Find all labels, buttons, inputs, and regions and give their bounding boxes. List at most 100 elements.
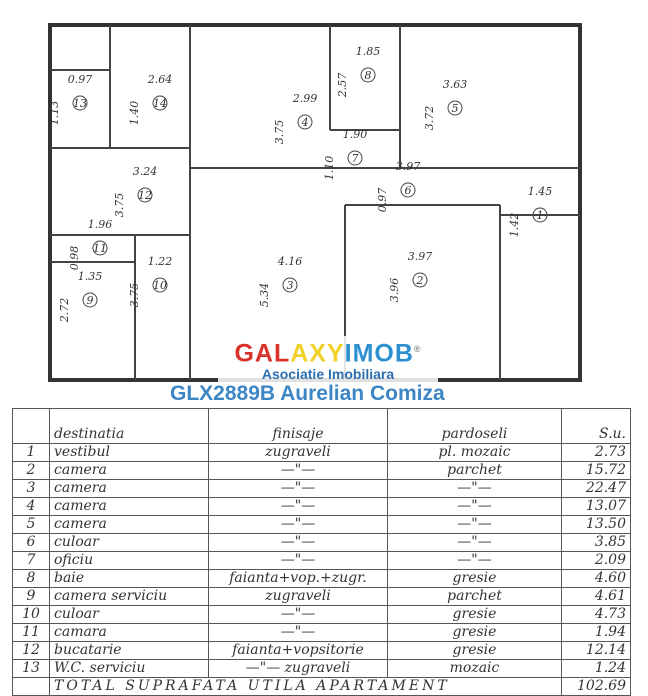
cell-su: 15.72 (561, 461, 631, 480)
room-number-circle (412, 272, 428, 288)
room-number-circle (82, 292, 98, 308)
header-su: S.u. (561, 408, 631, 444)
cell-destinatia: oficiu (49, 551, 209, 570)
room-number: 5 (452, 102, 459, 115)
cell-pardoseli: gresie (387, 605, 562, 624)
room-number: 7 (352, 152, 359, 165)
cell-su: 1.94 (561, 623, 631, 642)
total-su: 102.69 (561, 677, 631, 696)
room-height: 0.97 (376, 188, 389, 213)
room-width: 3.97 (408, 250, 433, 263)
room-number-circle (297, 114, 313, 130)
room-number: 14 (153, 97, 167, 110)
room-number: 6 (405, 184, 412, 197)
cell-nr: 11 (12, 623, 50, 642)
cell-nr: 9 (12, 587, 50, 606)
room-number: 12 (138, 189, 152, 202)
room-number: 8 (365, 69, 372, 82)
room-width: 2.64 (147, 73, 173, 86)
cell-destinatia: W.C. serviciu (49, 659, 209, 678)
galaxyimob-logo: GALAXYIMOB® Asociatie Imobiliara (218, 336, 438, 383)
room-number: 13 (73, 97, 87, 110)
header-destinatia: destinatia (49, 408, 209, 444)
logo-subtitle: Asociatie Imobiliara (261, 366, 395, 383)
room-number: 11 (93, 242, 107, 255)
room-height: 3.75 (113, 193, 126, 218)
cell-su: 12.14 (561, 641, 631, 660)
header-pardoseli: pardoseli (387, 408, 562, 444)
cell-pardoseli: gresie (387, 623, 562, 642)
cell-finisaje: zugraveli (208, 587, 388, 606)
cell-nr: 12 (12, 641, 50, 660)
cell-destinatia: culoar (49, 605, 209, 624)
room-width: 1.90 (343, 128, 368, 141)
room-width: 4.16 (277, 255, 303, 268)
room-width: 0.97 (68, 73, 93, 86)
cell-finisaje: —"— (208, 497, 388, 516)
total-label: TOTAL SUPRAFATA UTILA APARTAMENT (49, 677, 562, 696)
room-width: 1.96 (88, 218, 113, 231)
cell-finisaje: —"— (208, 623, 388, 642)
cell-su: 13.07 (561, 497, 631, 516)
room-width: 2.99 (292, 92, 318, 105)
room-number-circle (400, 182, 416, 198)
cell-destinatia: culoar (49, 533, 209, 552)
room-walls (50, 25, 580, 380)
room-height: 1.13 (48, 101, 61, 126)
cell-su: 2.09 (561, 551, 631, 570)
header-nr (12, 408, 50, 444)
room-height: 1.40 (128, 101, 141, 126)
registered-mark: ® (413, 344, 422, 354)
listing-watermark: GLX2889B Aurelian Comiza (170, 382, 445, 405)
cell-finisaje: faianta+vopsitorie (208, 641, 388, 660)
room-number-circle (532, 207, 548, 223)
room-number: 3 (287, 279, 294, 292)
cell-su: 4.73 (561, 605, 631, 624)
cell-destinatia: camera (49, 497, 209, 516)
logo-part-3: IMOB (344, 339, 414, 368)
cell-su: 1.24 (561, 659, 631, 678)
room-number-circle (152, 95, 168, 111)
room-number: 9 (87, 294, 94, 307)
cell-pardoseli: gresie (387, 569, 562, 588)
room-number: 10 (153, 279, 167, 292)
room-height: 0.98 (68, 246, 81, 271)
cell-su: 22.47 (561, 479, 631, 498)
cell-nr: 7 (12, 551, 50, 570)
room-number: 2 (416, 274, 424, 287)
room-height: 3.72 (423, 106, 436, 131)
cell-pardoseli: pl. mozaic (387, 443, 562, 462)
room-number-circle (360, 67, 376, 83)
cell-nr: 13 (12, 659, 50, 678)
floor-plan: 11.451.4223.973.9634.165.3442.993.7553.6… (48, 23, 582, 382)
cell-finisaje: —"— (208, 533, 388, 552)
room-width: 3.24 (133, 165, 158, 178)
cell-finisaje: zugraveli (208, 443, 388, 462)
room-width: 3.97 (396, 160, 421, 173)
cell-destinatia: camara (49, 623, 209, 642)
cell-nr (12, 677, 50, 696)
cell-su: 2.73 (561, 443, 631, 462)
cell-su: 4.61 (561, 587, 631, 606)
room-height: 2.57 (336, 73, 349, 99)
room-width: 1.22 (148, 255, 173, 268)
cell-nr: 6 (12, 533, 50, 552)
cell-pardoseli: parchet (387, 461, 562, 480)
room-number-circle (137, 187, 153, 203)
room-height: 1.42 (508, 213, 521, 238)
room-width: 3.63 (443, 78, 468, 91)
room-width: 1.85 (356, 45, 381, 58)
room-height: 3.75 (128, 283, 141, 308)
cell-destinatia: bucatarie (49, 641, 209, 660)
room-number-circle (72, 95, 88, 111)
